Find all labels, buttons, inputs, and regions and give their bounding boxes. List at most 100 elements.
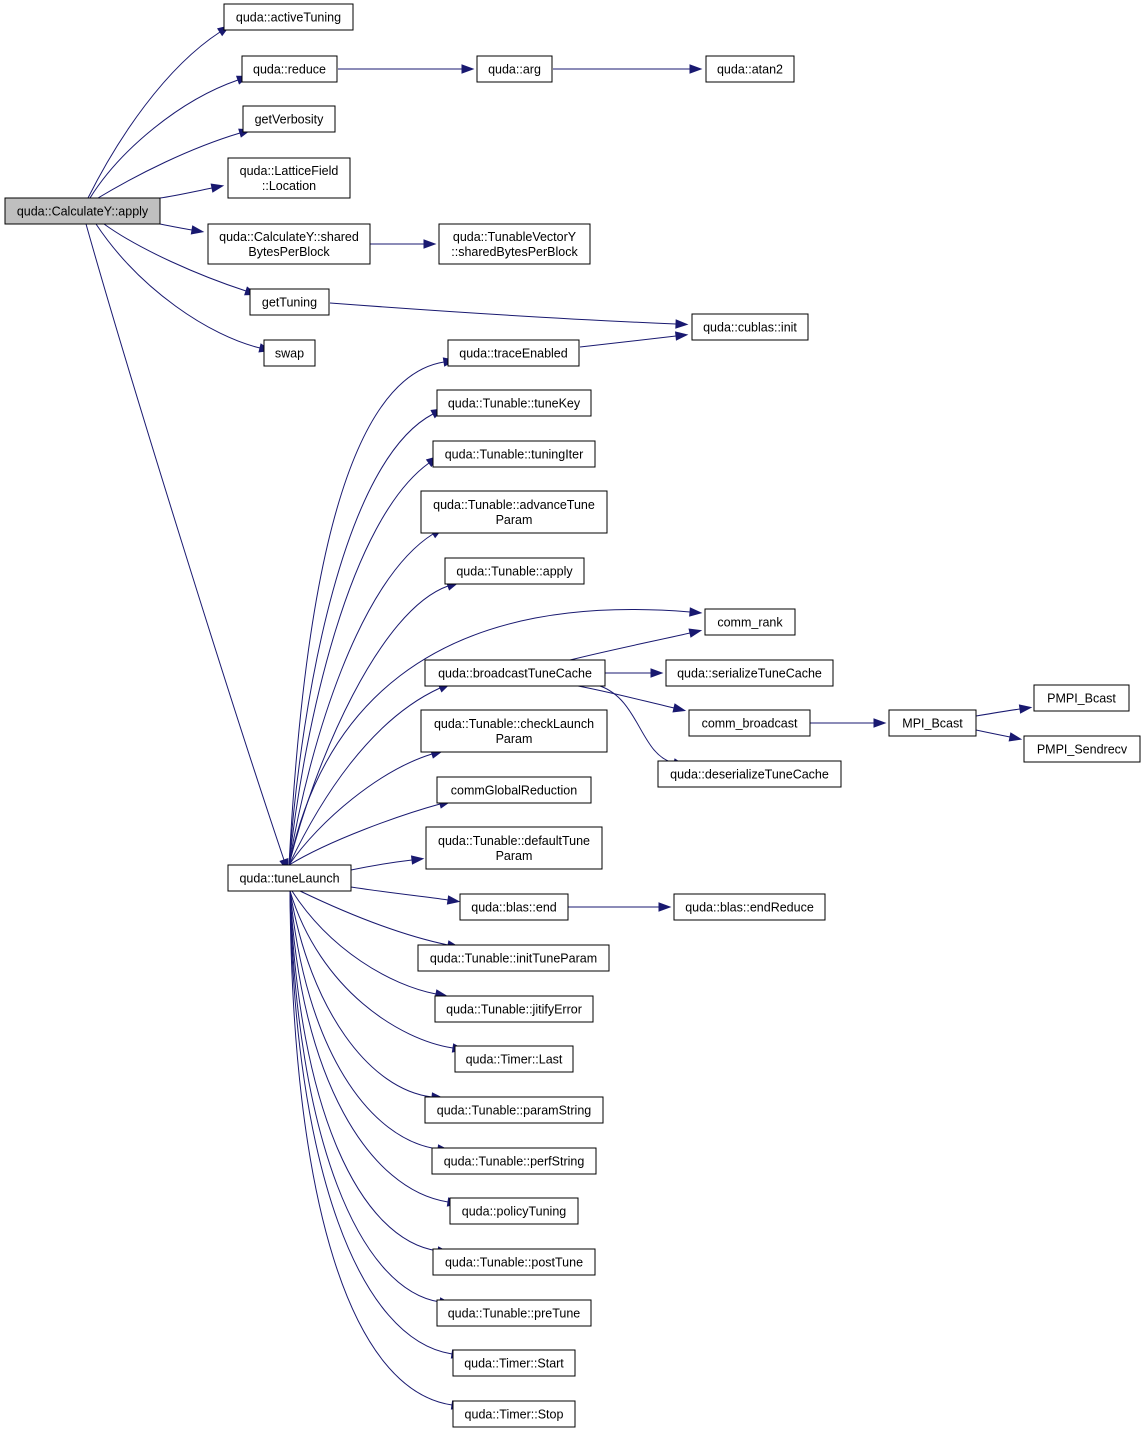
node-sharedBytes[interactable]: quda::CalculateY::sharedBytesPerBlock xyxy=(207,223,371,265)
edge-tuneLaunch-to-defaultTune xyxy=(350,859,413,871)
node-box-cublasInit xyxy=(691,313,809,341)
node-label-jitifyError: quda::Tunable::jitifyError xyxy=(446,1003,582,1017)
node-getTuning[interactable]: getTuning xyxy=(249,288,330,316)
node-timerLast[interactable]: quda::Timer::Last xyxy=(454,1045,574,1073)
node-label-defaultTune-1: quda::Tunable::defaultTune xyxy=(438,834,590,848)
node-commRank[interactable]: comm_rank xyxy=(704,608,796,636)
node-box-location xyxy=(227,157,351,199)
edge-tuneLaunch-to-tunableApply xyxy=(288,585,449,866)
arrowhead-apply-to-sharedBytes xyxy=(190,225,205,235)
node-traceEnabled[interactable]: quda::traceEnabled xyxy=(447,339,580,367)
node-cublasInit[interactable]: quda::cublas::init xyxy=(691,313,809,341)
node-postTune[interactable]: quda::Tunable::postTune xyxy=(432,1248,596,1276)
node-getVerbosity[interactable]: getVerbosity xyxy=(242,105,336,133)
arrowhead-sharedBytes-to-tvySharedBytes xyxy=(423,239,437,249)
node-deserializeTuneCache[interactable]: quda::deserializeTuneCache xyxy=(657,760,842,788)
edge-tuneLaunch-to-timerStart xyxy=(289,890,453,1355)
edge-apply-to-sharedBytes xyxy=(159,223,193,231)
node-box-pmpiSendrecv xyxy=(1023,735,1141,763)
node-box-blasEndReduce xyxy=(673,893,826,921)
node-commBroadcast[interactable]: comm_broadcast xyxy=(688,709,811,737)
node-label-swap: swap xyxy=(275,347,304,361)
node-preTune[interactable]: quda::Tunable::preTune xyxy=(436,1299,592,1327)
node-tuningIter[interactable]: quda::Tunable::tuningIter xyxy=(432,440,596,468)
arrowhead-getTuning-to-cublasInit xyxy=(675,319,689,329)
node-policyTuning[interactable]: quda::policyTuning xyxy=(449,1197,579,1225)
node-timerStop[interactable]: quda::Timer::Stop xyxy=(452,1400,576,1428)
node-label-timerStart: quda::Timer::Start xyxy=(464,1357,564,1371)
edge-tuneLaunch-to-paramString xyxy=(289,890,433,1098)
node-label-traceEnabled: quda::traceEnabled xyxy=(459,347,567,361)
node-tvySharedBytes[interactable]: quda::TunableVectorY::sharedBytesPerBloc… xyxy=(438,223,591,265)
node-box-postTune xyxy=(432,1248,596,1276)
node-arg[interactable]: quda::arg xyxy=(476,55,553,83)
edge-getTuning-to-cublasInit xyxy=(329,302,677,325)
node-atan2[interactable]: quda::atan2 xyxy=(705,55,795,83)
node-box-blasEnd xyxy=(459,893,569,921)
node-blasEnd[interactable]: quda::blas::end xyxy=(459,893,569,921)
node-label-location-2: ::Location xyxy=(262,179,316,193)
node-box-pmpiBcast xyxy=(1033,684,1130,712)
node-box-traceEnabled xyxy=(447,339,580,367)
node-label-getTuning: getTuning xyxy=(262,296,317,310)
node-label-broadcastTuneCache: quda::broadcastTuneCache xyxy=(438,667,592,681)
edge-tuneLaunch-to-policyTuning xyxy=(289,890,449,1203)
node-serializeTuneCache[interactable]: quda::serializeTuneCache xyxy=(665,659,834,687)
node-label-tvySharedBytes-1: quda::TunableVectorY xyxy=(453,230,577,244)
node-broadcastTuneCache[interactable]: quda::broadcastTuneCache xyxy=(424,659,606,687)
node-location[interactable]: quda::LatticeField::Location xyxy=(227,157,351,199)
edge-broadcastTuneCache-to-deserializeTuneCache xyxy=(599,685,675,764)
edge-tuneLaunch-to-jitifyError xyxy=(291,890,437,995)
arrowhead-tuneLaunch-to-commRank xyxy=(689,607,703,617)
node-label-tuningIter: quda::Tunable::tuningIter xyxy=(445,448,584,462)
edge-tuneLaunch-to-commGlobalReduction xyxy=(288,803,441,866)
node-box-tuneLaunch xyxy=(227,864,352,892)
node-label-mpiBcast: MPI_Bcast xyxy=(902,717,963,731)
edge-broadcastTuneCache-to-commBroadcast xyxy=(577,685,675,709)
node-label-advanceTune-1: quda::Tunable::advanceTune xyxy=(433,498,595,512)
node-pmpiSendrecv[interactable]: PMPI_Sendrecv xyxy=(1023,735,1141,763)
node-box-swap xyxy=(263,339,316,367)
edge-apply-to-activeTuning xyxy=(87,31,221,199)
node-initTuneParam[interactable]: quda::Tunable::initTuneParam xyxy=(417,944,610,972)
node-box-sharedBytes xyxy=(207,223,371,265)
node-box-initTuneParam xyxy=(417,944,610,972)
node-apply[interactable]: quda::CalculateY::apply xyxy=(4,197,161,225)
node-label-tuneKey: quda::Tunable::tuneKey xyxy=(448,397,581,411)
node-label-commGlobalReduction: commGlobalReduction xyxy=(451,784,577,798)
node-label-activeTuning: quda::activeTuning xyxy=(236,11,341,25)
node-activeTuning[interactable]: quda::activeTuning xyxy=(223,3,354,31)
node-mpiBcast[interactable]: MPI_Bcast xyxy=(888,709,977,737)
node-blasEndReduce[interactable]: quda::blas::endReduce xyxy=(673,893,826,921)
node-paramString[interactable]: quda::Tunable::paramString xyxy=(424,1096,604,1124)
node-perfString[interactable]: quda::Tunable::perfString xyxy=(431,1147,597,1175)
edge-mpiBcast-to-pmpiSendrecv xyxy=(975,729,1011,738)
node-label-commRank: comm_rank xyxy=(717,616,783,630)
node-jitifyError[interactable]: quda::Tunable::jitifyError xyxy=(434,995,594,1023)
node-swap[interactable]: swap xyxy=(263,339,316,367)
edge-tuneLaunch-to-tuningIter xyxy=(288,462,430,866)
node-tunableApply[interactable]: quda::Tunable::apply xyxy=(444,557,585,585)
node-label-checkLaunch-1: quda::Tunable::checkLaunch xyxy=(434,717,594,731)
arrowhead-broadcastTuneCache-to-commBroadcast xyxy=(672,703,687,713)
node-label-timerStop: quda::Timer::Stop xyxy=(465,1408,564,1422)
node-timerStart[interactable]: quda::Timer::Start xyxy=(452,1349,576,1377)
node-label-preTune: quda::Tunable::preTune xyxy=(448,1307,581,1321)
node-reduce[interactable]: quda::reduce xyxy=(241,55,338,83)
node-box-tuneKey xyxy=(436,389,592,417)
node-commGlobalReduction[interactable]: commGlobalReduction xyxy=(436,776,592,804)
arrowhead-broadcastTuneCache-to-serializeTuneCache xyxy=(650,668,664,678)
node-label-defaultTune-2: Param xyxy=(496,849,533,863)
node-tuneKey[interactable]: quda::Tunable::tuneKey xyxy=(436,389,592,417)
edge-tuneLaunch-to-preTune xyxy=(289,890,441,1303)
arrowhead-arg-to-atan2 xyxy=(689,64,703,74)
node-pmpiBcast[interactable]: PMPI_Bcast xyxy=(1033,684,1130,712)
edge-broadcastTuneCache-to-commRank xyxy=(569,632,691,661)
node-label-paramString: quda::Tunable::paramString xyxy=(437,1104,592,1118)
node-tuneLaunch[interactable]: quda::tuneLaunch xyxy=(227,864,352,892)
arrowhead-mpiBcast-to-pmpiSendrecv xyxy=(1008,732,1023,742)
node-box-deserializeTuneCache xyxy=(657,760,842,788)
